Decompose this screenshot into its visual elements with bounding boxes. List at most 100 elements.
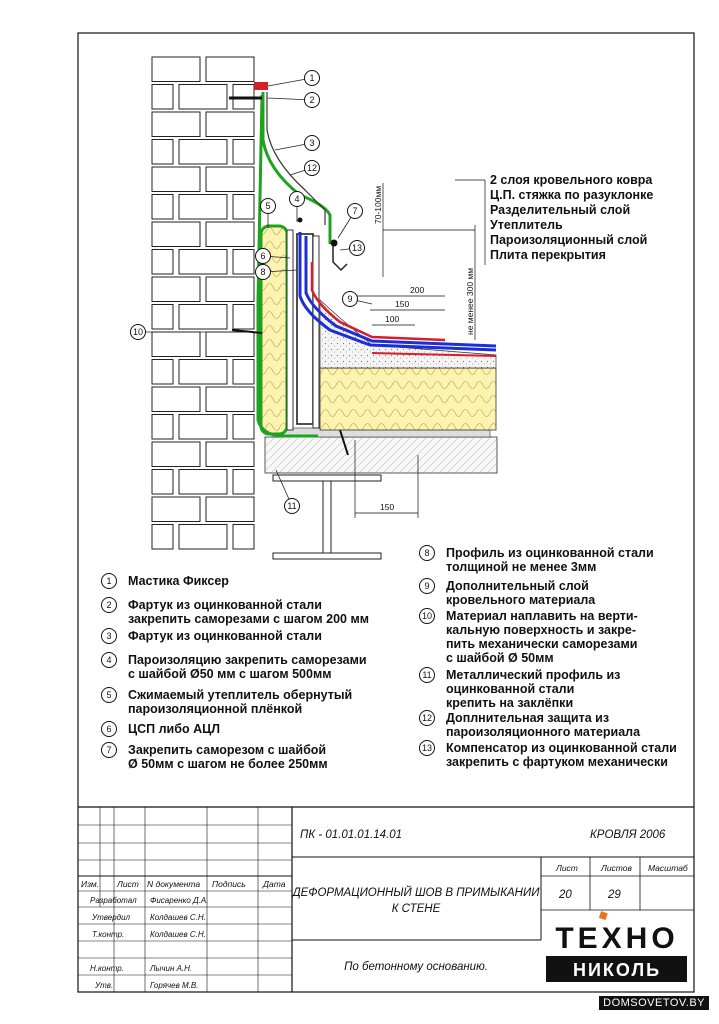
legend-text: крепить на заклёпки [446,696,573,710]
scale-label: Масштаб [648,863,689,873]
legend-text: Компенсатор из оцинкованной стали [446,741,677,755]
legend-marker [101,652,117,668]
brick [151,166,201,192]
drawing-subtitle: По бетонному основанию. [344,961,488,973]
legend-text: Профиль из оцинкованной стали [446,546,654,560]
roof-insulation [319,367,497,431]
brick [232,249,255,275]
legend-number: 12 [422,713,432,723]
callout-marker [304,70,320,86]
layer-item: 2 слоя кровельного ковра [490,173,653,187]
brick [205,166,255,192]
callout-marker [304,135,320,151]
brick-wall [151,56,255,550]
legend-text: толщиной не менее 3мм [446,560,596,574]
legend-number: 13 [422,743,432,753]
brick [151,524,174,550]
legend-text: закрепить с фартуком механически [446,755,668,769]
legend-text: кальную поверхность и закре- [446,623,636,637]
brick [151,56,201,82]
brick [178,524,228,550]
callout-number: 1 [309,73,314,83]
brick [178,304,228,330]
brick [232,194,255,220]
drawing-title-line1: ДЕФОРМАЦИОННЫЙ ШОВ В ПРИМЫКАНИИ [291,886,541,899]
brick [232,359,255,385]
brick [151,359,174,385]
mastic [254,82,268,90]
col-header-doc: N документа [147,879,200,889]
legend-number: 8 [424,548,429,558]
layer-item: Пароизоляционный слой [490,233,647,247]
callout-marker [284,498,300,514]
sheet-label: Лист [555,863,578,873]
layer-item: Плита перекрытия [490,248,606,262]
legend-marker [101,597,117,613]
legend-text: Пароизоляцию закрепить саморезами [128,653,367,667]
legend-number: 11 [422,670,431,680]
roof-membrane-2 [304,236,497,348]
dim-200: 200 [410,285,424,295]
legend-number: 5 [106,690,111,700]
layer-list: 2 слоя кровельного ковра Ц.П. стяжка по … [490,173,653,262]
callout-number: 9 [347,294,352,304]
brick [151,84,174,110]
legend-marker [419,608,435,624]
col-header-date: Дата [262,879,286,889]
legend-marker [419,740,435,756]
extra-membrane [310,262,446,342]
legend-number: 10 [422,611,432,621]
dimension-lines [354,179,486,518]
brick [205,496,255,522]
layer-item: Утеплитель [490,218,563,232]
concrete-slab [264,436,498,474]
legend-marker [101,721,117,737]
legend-marker [419,710,435,726]
person-name: Колдашев С.Н. [150,930,206,939]
legend-text: оцинкованной стали [446,682,574,696]
callout-number: 12 [307,163,317,173]
dim-not-less-300: не менее 300 мм [465,268,475,335]
brick [151,111,201,137]
person-name: Колдашев С.Н. [150,913,206,922]
doc-code: ПК - 01.01.01.14.01 [300,829,402,841]
technonicol-logo: ТЕХНО НИКОЛЬ [546,911,687,982]
callout-marker [347,203,363,219]
layer-item: Ц.П. стяжка по разуклонке [490,188,653,202]
legend-text: Фартук из оцинкованной стали [128,629,322,643]
legend-text: кровельного материала [446,593,596,607]
role-label: Т.контр. [92,930,124,939]
brick [151,414,174,440]
legend-marker [419,545,435,561]
legend-text: ЦСП либо АЦЛ [128,722,220,736]
brick [151,249,174,275]
callout-marker [260,198,276,214]
brick [178,84,228,110]
csp-board [286,229,294,431]
compensator [332,240,348,272]
callout-number: 2 [309,95,314,105]
person-name: Фисаренко Д.А. [150,896,208,905]
brick [151,276,201,302]
separating-layer [371,352,497,357]
brick [151,331,201,357]
brick [178,194,228,220]
callout-marker [255,248,271,264]
brick [205,441,255,467]
sheet-number: 20 [558,889,572,901]
apron [266,92,326,225]
sheet-frame [77,32,695,993]
callout-marker [304,160,320,176]
legend-number: 9 [424,581,429,591]
legend-number: 2 [106,600,111,610]
brick [151,194,174,220]
callout-marker [349,240,365,256]
brick [178,249,228,275]
legend-number: 7 [106,745,111,755]
brick [151,139,174,165]
fixing-screw [330,239,338,247]
brick [151,304,174,330]
role-label: Разработал [90,896,137,905]
